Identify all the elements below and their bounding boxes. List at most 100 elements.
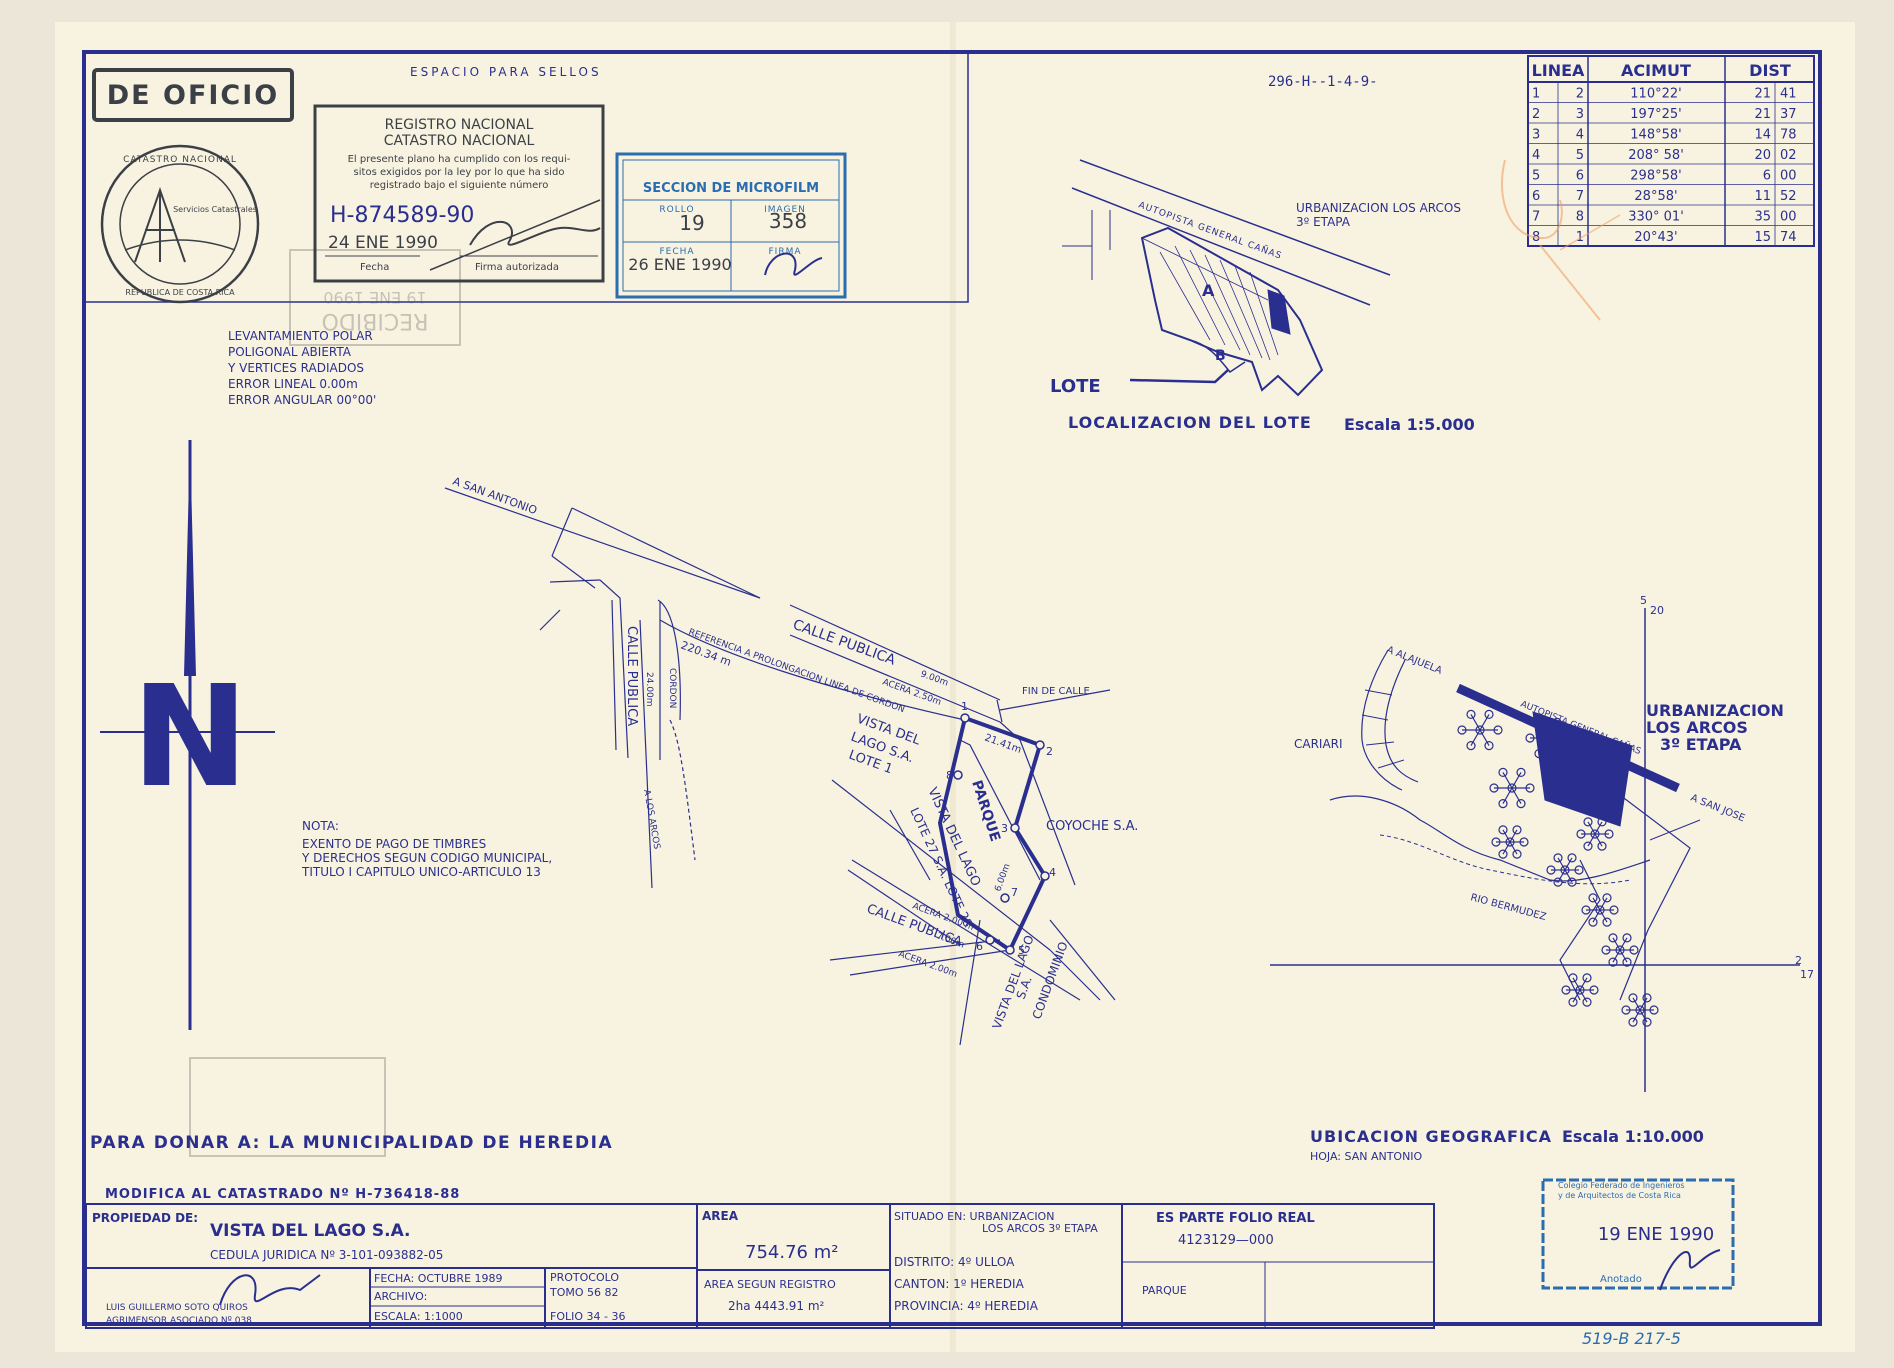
cluster-cul-de-sac — [1567, 853, 1577, 863]
survey-notes: LEVANTAMIENTO POLAR POLIGONAL ABIERTA Y … — [227, 329, 376, 407]
vertex-marker — [960, 713, 970, 723]
cluster-cul-de-sac — [1568, 997, 1578, 1007]
svg-text:REGISTRO NACIONAL: REGISTRO NACIONAL — [385, 117, 534, 133]
cluster-cul-de-sac — [1534, 717, 1544, 728]
handwritten-corner-note: 519-B 217-5 — [1582, 1329, 1681, 1348]
cluster-street — [1564, 869, 1573, 883]
cluster-cul-de-sac — [1642, 993, 1652, 1003]
cluster-cul-de-sac — [1649, 1005, 1659, 1015]
table-cell-from: 4 — [1532, 148, 1540, 163]
colegio-stamp: Colegio Federado de Ingenieros y de Arqu… — [1541, 1178, 1735, 1291]
north-letter: N — [131, 656, 248, 819]
cluster-cul-de-sac — [1582, 997, 1592, 1007]
geo-grid-right-2: 17 — [1800, 968, 1814, 981]
cluster-cul-de-sac — [1491, 837, 1501, 847]
vertex-marker — [1040, 871, 1050, 881]
label-fin-de-calle: FIN DE CALLE — [1022, 686, 1090, 697]
cluster-cul-de-sac — [1622, 957, 1632, 967]
owner-name: VISTA DEL LAGO S.A. — [210, 1221, 411, 1241]
tomo-field: TOMO 56 82 — [549, 1286, 619, 1299]
table-cell-az: 148°58' — [1630, 128, 1681, 143]
modifica-line: MODIFICA AL CATASTRADO Nº H-736418-88 — [105, 1187, 460, 1202]
svg-text:RECIBIDO: RECIBIDO — [322, 308, 429, 333]
cluster-cul-de-sac — [1512, 849, 1522, 859]
vertex-label: 5 — [1018, 944, 1025, 957]
geo-label-urbanization-3: 3º ETAPA — [1660, 735, 1742, 754]
provincia-field: PROVINCIA: 4º HEREDIA — [894, 1299, 1039, 1313]
cluster-cul-de-sac — [1602, 893, 1612, 903]
stamp-space-box — [84, 52, 969, 303]
cluster-center — [1615, 945, 1625, 955]
surveyor-signature — [219, 1274, 321, 1306]
table-cell-to: 3 — [1576, 107, 1584, 122]
cluster-cul-de-sac — [1484, 740, 1494, 751]
donation-line: PARA DONAR A: LA MUNICIPALIDAD DE HEREDI… — [90, 1133, 613, 1153]
svg-text:Anotado: Anotado — [1600, 1274, 1642, 1285]
location-urbanization-stage: 3º ETAPA — [1296, 215, 1351, 229]
cluster-cul-de-sac — [1609, 905, 1619, 915]
table-cell-d2: 41 — [1780, 87, 1797, 102]
cluster-street — [1612, 949, 1621, 963]
table-cell-d1: 35 — [1754, 210, 1771, 225]
svg-text:19: 19 — [679, 211, 704, 235]
situado-line2: LOS ARCOS 3º ETAPA — [982, 1222, 1098, 1235]
area-registro-value: 2ha 4443.91 m² — [728, 1299, 825, 1313]
location-map-caption: LOCALIZACION DEL LOTE — [1068, 413, 1312, 432]
cluster-street — [1557, 857, 1566, 871]
cluster-cul-de-sac — [1516, 798, 1526, 809]
cluster-street — [1572, 989, 1581, 1003]
surveyor-name: LUIS GUILLERMO SOTO QUIROS — [106, 1303, 248, 1313]
table-cell-d1: 20 — [1754, 148, 1771, 163]
cluster-cul-de-sac — [1608, 933, 1618, 943]
table-cell-to: 8 — [1576, 210, 1584, 225]
cluster-center — [1590, 829, 1600, 839]
folio-real-label: ES PARTE FOLIO REAL — [1156, 1211, 1315, 1226]
label-cordon: CORDON — [667, 668, 677, 708]
fecha-field: FECHA: OCTUBRE 1989 — [374, 1272, 503, 1285]
cluster-cul-de-sac — [1628, 1017, 1638, 1027]
catastro-seal: CATASTRO NACIONAL Servicios Catastrales … — [100, 144, 260, 304]
vertex-label: 4 — [1049, 866, 1056, 879]
vertex-label: 3 — [1001, 822, 1008, 835]
cluster-street — [1547, 722, 1558, 739]
location-map — [1062, 159, 1391, 397]
vertex-marker — [985, 935, 995, 945]
svg-text:Fecha: Fecha — [360, 262, 389, 273]
cluster-cul-de-sac — [1621, 1005, 1631, 1015]
cluster-cul-de-sac — [1604, 829, 1614, 839]
svg-text:registrado bajo el siguiente n: registrado bajo el siguiente número — [370, 179, 549, 191]
cluster-cul-de-sac — [1466, 709, 1476, 720]
cluster-center — [1635, 1005, 1645, 1015]
cluster-street — [1599, 897, 1608, 911]
cluster-cul-de-sac — [1608, 957, 1618, 967]
cluster-cul-de-sac — [1581, 905, 1591, 915]
svg-text:H-874589-90: H-874589-90 — [330, 203, 474, 228]
cluster-cul-de-sac — [1552, 717, 1562, 728]
area-label: AREA — [702, 1209, 739, 1223]
cluster-center — [1505, 837, 1515, 847]
location-map-scale: Escala 1:5.000 — [1344, 415, 1475, 434]
table-cell-d2: 37 — [1780, 107, 1797, 122]
cluster-street — [1594, 833, 1603, 847]
cluster-cul-de-sac — [1582, 973, 1592, 983]
cluster-cul-de-sac — [1568, 973, 1578, 983]
svg-text:EXENTO DE PAGO DE TIMBRES: EXENTO DE PAGO DE TIMBRES — [302, 837, 486, 851]
svg-text:TITULO I CAPITULO UNICO-ARTICU: TITULO I CAPITULO UNICO-ARTICULO 13 — [301, 865, 541, 879]
cluster-street — [1538, 737, 1549, 754]
cluster-cul-de-sac — [1589, 985, 1599, 995]
registro-nacional-stamp: REGISTRO NACIONAL CATASTRO NACIONAL El p… — [313, 104, 605, 283]
table-cell-d2: 00 — [1780, 169, 1797, 184]
area-registro-label: AREA SEGUN REGISTRO — [704, 1278, 836, 1291]
svg-text:REPUBLICA DE COSTA RICA: REPUBLICA DE COSTA RICA — [125, 288, 235, 297]
cluster-center — [1507, 783, 1517, 793]
svg-text:ERROR ANGULAR 00°00': ERROR ANGULAR 00°00' — [228, 393, 376, 407]
table-cell-d1: 14 — [1754, 128, 1771, 143]
cluster-street — [1619, 937, 1628, 951]
table-cell-d2: 52 — [1780, 189, 1797, 204]
table-cell-to: 6 — [1576, 169, 1584, 184]
svg-text:DE OFICIO: DE OFICIO — [107, 80, 280, 111]
table-cell-d1: 21 — [1754, 107, 1771, 122]
cluster-street — [1612, 937, 1621, 951]
geo-label-urbanization-2: LOS ARCOS — [1646, 718, 1748, 737]
